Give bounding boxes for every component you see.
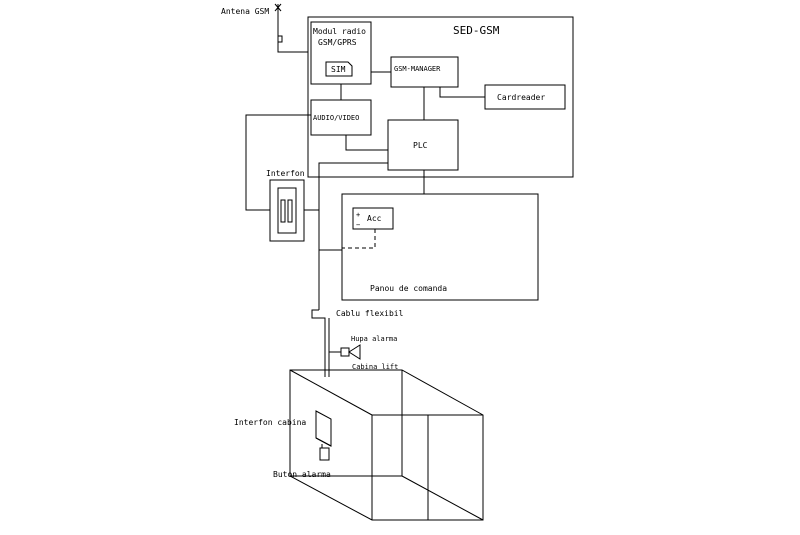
antenna-label: Antena GSM bbox=[221, 7, 269, 16]
lift-cabin-label: Cabina lift bbox=[352, 363, 398, 371]
battery-label: Acc bbox=[367, 214, 382, 223]
horn-body bbox=[340, 347, 350, 357]
plc-box bbox=[387, 119, 459, 171]
audio-to-interfon-wire bbox=[245, 114, 311, 211]
battery-plus-sign: + bbox=[356, 211, 360, 219]
radio-module-label-line1: Modul radio bbox=[313, 27, 366, 36]
cardreader-label: Cardreader bbox=[497, 93, 545, 102]
audio-to-plc-wire bbox=[345, 135, 388, 151]
sim-label: SIM bbox=[331, 65, 346, 74]
radio-module-label-line2: GSM/GPRS bbox=[318, 38, 357, 47]
sed-gsm-label: SED-GSM bbox=[453, 24, 500, 37]
interfon-speaker-slot-right bbox=[287, 199, 293, 223]
sim-card-icon bbox=[325, 61, 353, 77]
battery-box bbox=[352, 207, 394, 230]
horn-icon bbox=[348, 344, 361, 360]
alarm-button-label: Buton alarma bbox=[273, 470, 331, 479]
interfon-speaker-slot-left bbox=[280, 199, 286, 223]
flexible-cable-wire bbox=[311, 309, 326, 377]
cabin-interfon-label: Interfon cabina bbox=[234, 418, 306, 427]
audio-video-label: AUDIO/VIDEO bbox=[313, 114, 359, 122]
audio-video-box bbox=[310, 99, 372, 136]
plc-bus-wire bbox=[318, 162, 388, 310]
battery-minus-sign: − bbox=[356, 221, 360, 229]
interfon-label: Interfon bbox=[266, 169, 305, 178]
alarm-button-icon bbox=[319, 447, 330, 461]
alarm-horn-label: Hupa alarma bbox=[351, 335, 397, 343]
cabin-interfon-icon bbox=[315, 410, 332, 447]
manager-to-cardreader-wire bbox=[439, 87, 485, 98]
gsm-manager-label: GSM-MANAGER bbox=[394, 65, 441, 73]
flexible-cable-label: Cablu flexibil bbox=[336, 309, 404, 318]
plc-label: PLC bbox=[413, 141, 428, 150]
control-panel-label: Panou de comanda bbox=[370, 284, 447, 293]
antenna-icon bbox=[274, 3, 310, 53]
lift-cabin-drawing bbox=[289, 369, 484, 521]
